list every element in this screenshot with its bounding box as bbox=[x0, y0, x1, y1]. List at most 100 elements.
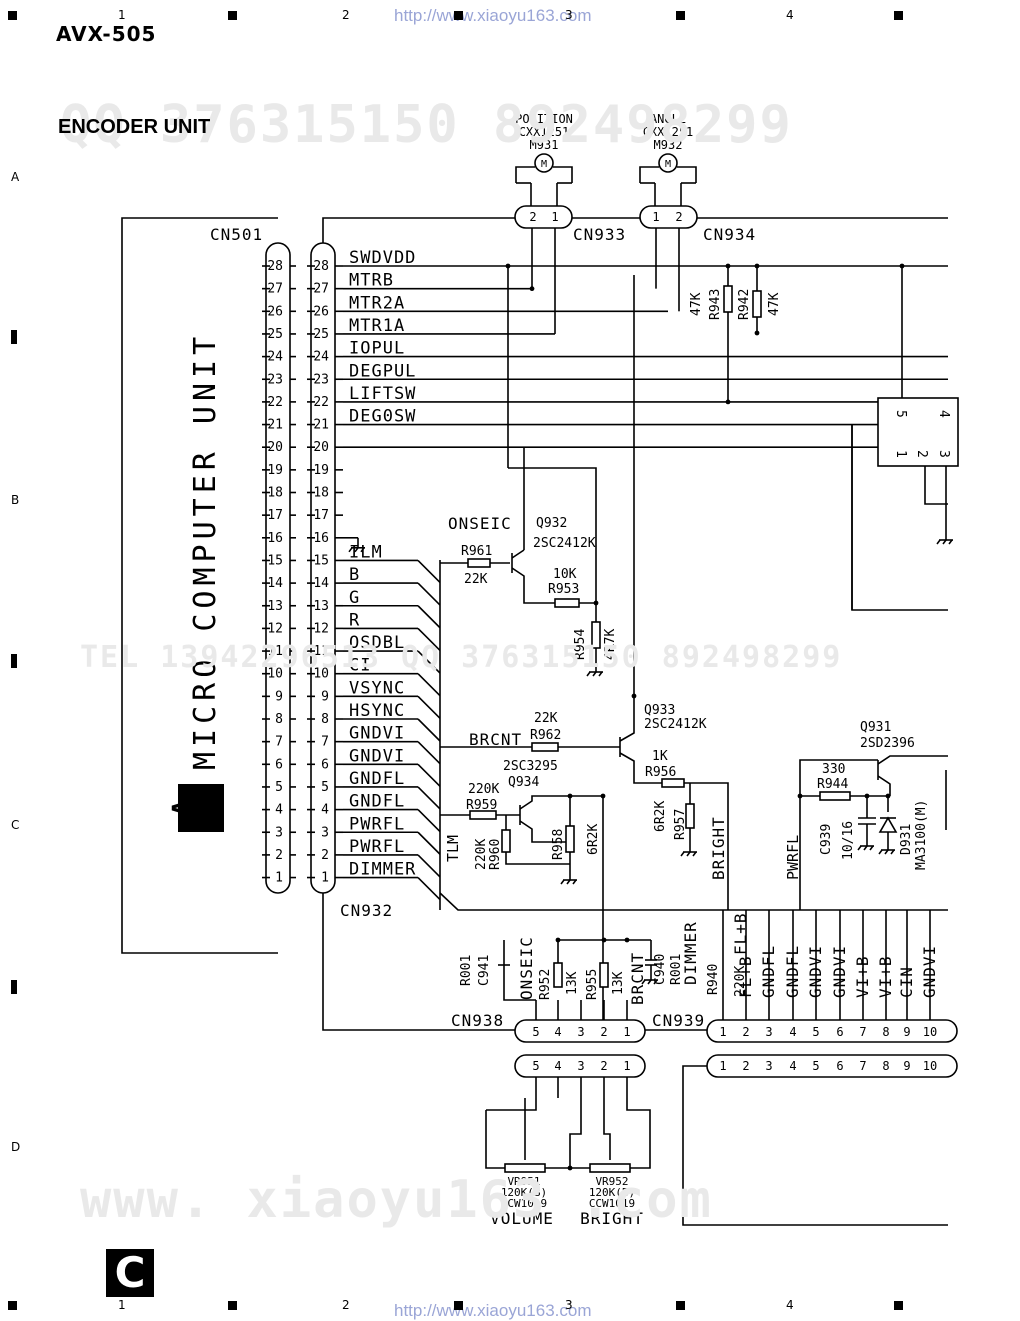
signal-label: GNDVI bbox=[349, 724, 405, 744]
cn939-signal-label: VI+B bbox=[876, 955, 895, 998]
edge-mark bbox=[454, 11, 463, 20]
cn932-pin-number: 27 bbox=[313, 282, 329, 297]
brcnt-vertical-label: BRCNT bbox=[628, 952, 647, 1005]
ground-symbol bbox=[890, 849, 895, 855]
ground-symbol bbox=[647, 979, 652, 985]
cn939-signal-label: FL+B bbox=[731, 912, 750, 955]
vr951-value: 120K(B) bbox=[501, 1186, 547, 1199]
transistor-q934 bbox=[519, 795, 603, 810]
ground-symbol bbox=[566, 879, 571, 885]
bus-entry bbox=[417, 695, 441, 719]
cn939-pin: 10 bbox=[923, 1025, 937, 1039]
junction-dot bbox=[725, 399, 731, 405]
vr952-ref: VR952 bbox=[595, 1175, 628, 1188]
cn501-pin-number: 14 bbox=[267, 576, 283, 591]
ground-symbol bbox=[348, 547, 353, 553]
d931-ref: D931 bbox=[899, 824, 914, 855]
cn501-pin-number: 25 bbox=[267, 327, 283, 342]
cn939-pin: 8 bbox=[882, 1025, 889, 1039]
resistor-r962 bbox=[531, 742, 559, 752]
c940-ref: C940 bbox=[653, 954, 668, 985]
ic-pin: 5 bbox=[893, 410, 908, 418]
page-letter-badge: C bbox=[106, 1249, 154, 1297]
signal-label: DIMMER bbox=[349, 860, 416, 880]
cn939-mate-pin: 2 bbox=[742, 1059, 749, 1073]
cn939-mate-pin: 8 bbox=[882, 1059, 889, 1073]
diode-d931 bbox=[878, 816, 898, 833]
cn932-pin-number: 10 bbox=[313, 667, 329, 682]
cn501-pin-number: 19 bbox=[267, 463, 283, 478]
d931-type: MA3100(M) bbox=[914, 800, 929, 870]
cn939-mate-pin: 1 bbox=[719, 1059, 726, 1073]
ic-pin: 4 bbox=[936, 410, 951, 418]
r942-value: 47K bbox=[767, 292, 782, 316]
wire bbox=[924, 466, 948, 505]
bus-entry bbox=[417, 854, 441, 878]
r955-value: 13K bbox=[611, 971, 626, 995]
cn939-mate-pin: 7 bbox=[859, 1059, 866, 1073]
ground-symbol bbox=[641, 979, 646, 985]
pwrfl-label: PWRFL bbox=[784, 835, 802, 880]
cn934-label: CN934 bbox=[703, 225, 756, 244]
cn932-pin-number: 6 bbox=[321, 757, 329, 772]
dimmer-vertical-label: DIMMER bbox=[681, 921, 700, 985]
corner-mark bbox=[8, 11, 17, 20]
signal-label: MTR2A bbox=[349, 293, 405, 313]
cn938-pin: 1 bbox=[623, 1025, 630, 1039]
col-marker-3-bottom: 3 bbox=[565, 1298, 573, 1312]
block-a-title: MICRO COMPUTER UNIT bbox=[188, 332, 223, 770]
cn932-pin-number: 11 bbox=[313, 644, 329, 659]
q931-ref: Q931 bbox=[860, 720, 891, 735]
r957-value: 6R2K bbox=[653, 801, 668, 832]
resistor-r942 bbox=[752, 290, 762, 318]
signal-label: DEGPUL bbox=[349, 361, 416, 381]
r940-ref: R940 bbox=[706, 964, 721, 995]
cn939-pin: 9 bbox=[903, 1025, 910, 1039]
cn939-mate-pin: 5 bbox=[812, 1059, 819, 1073]
wire bbox=[508, 467, 597, 603]
resistor-r944 bbox=[819, 791, 851, 801]
transistor-q933 bbox=[619, 696, 635, 742]
q932-ref: Q932 bbox=[536, 516, 567, 531]
cn938-label: CN938 bbox=[451, 1011, 504, 1030]
r958-ref: R958 bbox=[551, 829, 566, 860]
signal-label: OSDBL bbox=[349, 633, 405, 653]
cn939-signal-label: FL+B bbox=[736, 955, 755, 998]
cn932-pin-number: 16 bbox=[313, 531, 329, 546]
cn939-pin: 4 bbox=[789, 1025, 796, 1039]
bright-label: BRIGHT bbox=[709, 816, 728, 880]
col-marker-2-bottom: 2 bbox=[342, 1298, 350, 1312]
vr951-ref: VR951 bbox=[507, 1175, 540, 1188]
r940-value: 220K bbox=[733, 966, 748, 997]
edge-mark bbox=[454, 1301, 463, 1310]
cn939-connector bbox=[706, 1019, 958, 1043]
cn939-mate-pin: 3 bbox=[765, 1059, 772, 1073]
url-bottom: http://www.xiaoyu163.com bbox=[394, 1301, 592, 1320]
ic-pin: 2 bbox=[914, 450, 929, 458]
cn932-pin-number: 2 bbox=[321, 848, 329, 863]
section-title: ENCODER UNIT bbox=[58, 116, 211, 138]
junction-dot bbox=[797, 793, 803, 799]
resistor-r943 bbox=[723, 285, 733, 313]
wire bbox=[503, 940, 536, 1001]
ic-pin: 3 bbox=[936, 450, 951, 458]
cn932-pin-number: 1 bbox=[321, 871, 329, 886]
cn932-connector bbox=[310, 242, 336, 894]
bus-entry bbox=[417, 605, 441, 629]
r001-ref: R001 bbox=[459, 955, 474, 986]
signal-label: B bbox=[349, 565, 360, 585]
cn932-pin-number: 12 bbox=[313, 621, 329, 636]
row-marker-b: B bbox=[11, 493, 20, 507]
edge-mark bbox=[676, 1301, 685, 1310]
bus-entry bbox=[417, 741, 441, 765]
r956-value: 1K bbox=[652, 749, 668, 764]
cn939-mate-pin: 6 bbox=[836, 1059, 843, 1073]
ground-symbol bbox=[560, 879, 565, 885]
cn939-frame bbox=[682, 1065, 948, 1226]
resistor-r955 bbox=[599, 962, 609, 988]
motor-m932-line2: CXX1251 bbox=[643, 125, 694, 139]
bus-entry bbox=[417, 559, 441, 584]
r944-value: 330 bbox=[822, 762, 845, 777]
cn938-pin: 3 bbox=[577, 1025, 584, 1039]
cn501-pin-number: 26 bbox=[267, 304, 283, 319]
